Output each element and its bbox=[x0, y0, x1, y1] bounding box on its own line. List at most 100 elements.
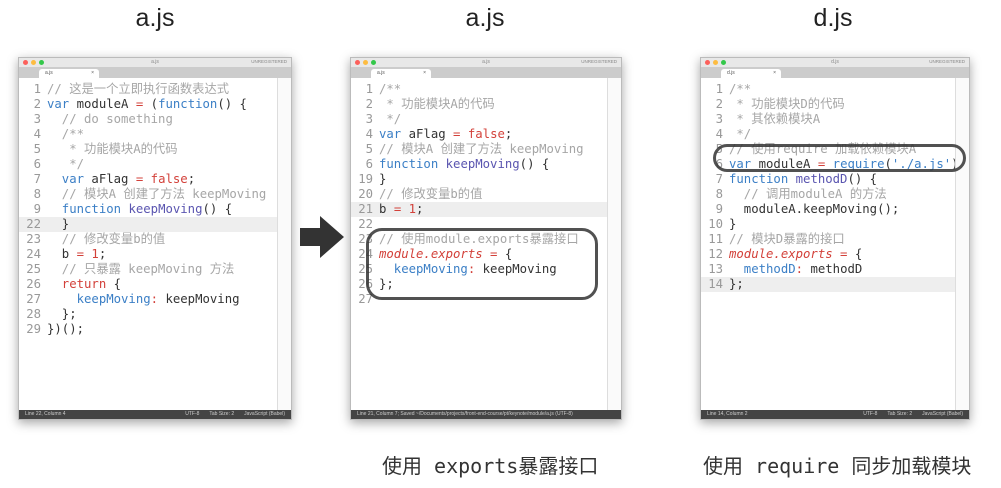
window-controls bbox=[705, 60, 726, 65]
minimize-button[interactable] bbox=[363, 60, 368, 65]
code-token: { bbox=[106, 277, 122, 291]
code-token: var bbox=[47, 172, 85, 186]
code-token: () { bbox=[847, 172, 878, 186]
code-token: // 这是一个立即执行函数表达式 bbox=[47, 82, 230, 96]
line-text: keepMoving: keepMoving bbox=[379, 262, 557, 277]
close-tab-icon[interactable]: × bbox=[423, 70, 426, 76]
close-tab-icon[interactable]: × bbox=[91, 70, 94, 76]
line-text: // 这是一个立即执行函数表达式 bbox=[47, 82, 229, 97]
line-text: /** bbox=[379, 82, 401, 97]
line-text: * 功能模块A的代码 bbox=[47, 142, 178, 157]
code-line: 25 // 只暴露 keepMoving 方法 bbox=[19, 262, 277, 277]
tab-a.js[interactable]: a.js × bbox=[371, 69, 431, 78]
zoom-button[interactable] bbox=[39, 60, 44, 65]
line-text: /** bbox=[47, 127, 84, 142]
minimize-button[interactable] bbox=[31, 60, 36, 65]
code-token: methodD bbox=[729, 262, 796, 276]
code-line: 4 */ bbox=[701, 127, 955, 142]
line-text: keepMoving: keepMoving bbox=[47, 292, 240, 307]
code-token: : bbox=[467, 262, 476, 276]
status-item: JavaScript (Babel) bbox=[244, 411, 285, 417]
line-number: 5 bbox=[33, 142, 41, 156]
code-line: 10} bbox=[701, 217, 955, 232]
code-token: // 使用module.exports暴露接口 bbox=[379, 232, 579, 246]
close-tab-icon[interactable]: × bbox=[773, 70, 776, 76]
code-line: 25 keepMoving: keepMoving bbox=[351, 262, 607, 277]
code-token: /** bbox=[47, 127, 85, 141]
tab-label: a.js bbox=[45, 70, 53, 76]
line-number: 27 bbox=[26, 292, 41, 306]
close-button[interactable] bbox=[23, 60, 28, 65]
line-text: */ bbox=[729, 127, 751, 142]
code-token: () { bbox=[217, 97, 247, 111]
tab-label: a.js bbox=[377, 70, 385, 76]
line-text: // 调用moduleA 的方法 bbox=[729, 187, 887, 202]
line-text: methodD: methodD bbox=[729, 262, 862, 277]
line-number: 25 bbox=[26, 262, 41, 276]
window-title: d.js bbox=[831, 59, 839, 65]
window-controls bbox=[23, 60, 44, 65]
close-button[interactable] bbox=[355, 60, 360, 65]
code-line: 13 methodD: methodD bbox=[701, 262, 955, 277]
code-token: = bbox=[832, 247, 848, 261]
line-text: var aFlag = false; bbox=[379, 127, 512, 142]
minimap[interactable] bbox=[607, 78, 621, 410]
code-line: 2 var moduleA = (function() { bbox=[19, 97, 277, 112]
line-text: */ bbox=[47, 157, 84, 172]
minimap[interactable] bbox=[955, 78, 969, 410]
minimap[interactable] bbox=[277, 78, 291, 410]
line-number: 4 bbox=[715, 127, 723, 141]
line-text: * 功能模块A的代码 bbox=[379, 97, 494, 112]
code-token: = bbox=[76, 247, 85, 261]
line-text: b = 1; bbox=[47, 247, 106, 262]
line-number: 6 bbox=[33, 157, 41, 171]
code-editor[interactable]: 1 // 这是一个立即执行函数表达式 2 var moduleA = (functio… bbox=[19, 82, 277, 337]
code-token: ( bbox=[143, 97, 159, 111]
code-line: 3 */ bbox=[351, 112, 607, 127]
code-token: */ bbox=[379, 112, 402, 126]
code-token: }; bbox=[379, 277, 394, 291]
status-item: UTF-8 bbox=[863, 411, 878, 417]
code-token: methodD bbox=[803, 262, 863, 276]
tab-d.js[interactable]: d.js × bbox=[721, 69, 781, 78]
line-text: // do something bbox=[47, 112, 173, 127]
line-text: * 功能模块D的代码 bbox=[729, 97, 844, 112]
line-text: }; bbox=[729, 277, 744, 292]
code-token: // 修改变量b的值 bbox=[47, 232, 166, 246]
line-text: // 修改变量b的值 bbox=[379, 187, 482, 202]
code-line: 1/** bbox=[701, 82, 955, 97]
line-number: 7 bbox=[715, 172, 723, 186]
line-text: var moduleA = (function() { bbox=[47, 97, 247, 112]
zoom-button[interactable] bbox=[371, 60, 376, 65]
code-token: module.exports bbox=[729, 247, 833, 261]
code-token: 1 bbox=[401, 202, 417, 216]
code-token: } bbox=[379, 172, 387, 186]
line-number: 3 bbox=[365, 112, 373, 126]
status-item: Tab Size: 2 bbox=[887, 411, 913, 417]
code-token: aFlag bbox=[84, 172, 136, 186]
tab-label: d.js bbox=[727, 70, 735, 76]
line-text: return { bbox=[47, 277, 121, 292]
code-line: 28 }; bbox=[19, 307, 277, 322]
heading-right: d.js bbox=[813, 4, 853, 32]
code-token: = bbox=[135, 172, 144, 186]
code-line: 22 } bbox=[19, 217, 277, 232]
tab-a.js[interactable]: a.js × bbox=[39, 69, 99, 78]
code-token: * 功能模块A的代码 bbox=[47, 142, 178, 156]
line-number: 2 bbox=[33, 97, 41, 111]
code-token: ; bbox=[98, 247, 107, 261]
line-number: 6 bbox=[365, 157, 373, 171]
zoom-button[interactable] bbox=[721, 60, 726, 65]
code-token: false bbox=[143, 172, 188, 186]
minimize-button[interactable] bbox=[713, 60, 718, 65]
line-number: 13 bbox=[708, 262, 723, 276]
close-button[interactable] bbox=[705, 60, 710, 65]
line-number: 1 bbox=[33, 82, 41, 96]
line-number: 10 bbox=[708, 217, 723, 231]
